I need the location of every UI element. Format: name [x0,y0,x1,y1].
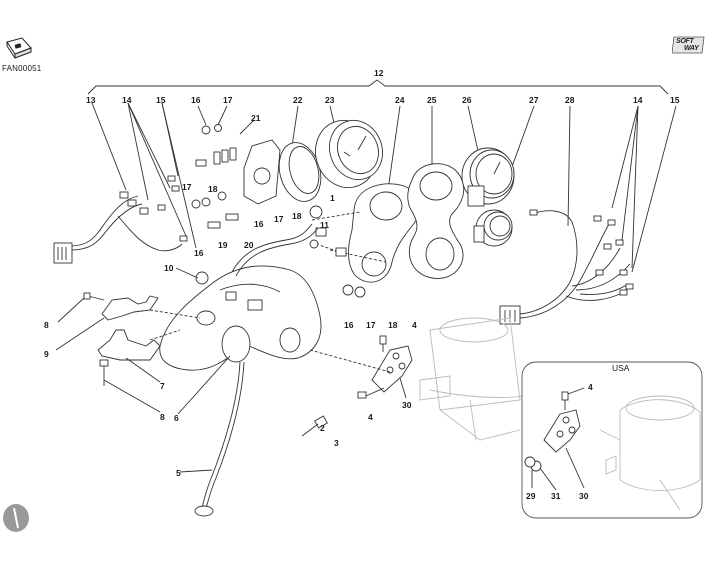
callout-17: 17 [366,320,376,330]
callout-11: 11 [320,220,329,230]
callout-2: 2 [320,423,325,433]
usa-mounting-plate [543,409,581,453]
callout-30: 30 [579,491,589,501]
callout-25: 25 [427,95,437,105]
callout-5: 5 [176,468,181,478]
callout-4: 4 [588,382,593,392]
callout-15: 15 [670,95,680,105]
callout-10: 10 [164,263,174,273]
group-bracket-line [87,79,669,95]
callout-14: 14 [122,95,132,105]
mounting-bracket-upper [101,295,159,321]
usa-label: USA [612,363,630,373]
callout-23: 23 [325,95,335,105]
callout-13: 13 [86,95,96,105]
callout-15: 15 [156,95,166,105]
callout-17: 17 [223,95,233,105]
callout-1: 1 [330,193,335,203]
callout-18: 18 [208,184,218,194]
brand-logo-icon [672,36,705,54]
callout-16: 16 [344,320,354,330]
mounting-bracket-lower [97,329,161,361]
callout-4: 4 [412,320,417,330]
callout-9: 9 [44,349,49,359]
callout-24: 24 [395,95,405,105]
callout-20: 20 [244,240,254,250]
brand-logo-bottom: WAY [684,45,699,52]
callout-30: 30 [402,400,412,410]
bulb-socket [309,205,323,219]
callout-29: 29 [526,491,536,501]
callout-12: 12 [374,68,384,78]
callout-22: 22 [293,95,303,105]
callout-16: 16 [254,219,264,229]
callout-17: 17 [182,182,192,192]
left-harness-wire [69,195,139,247]
diagram-code: FAN00051 [2,64,42,73]
callout-16: 16 [191,95,201,105]
callout-21: 21 [251,113,261,123]
callout-8: 8 [44,320,49,330]
callout-14: 14 [633,95,643,105]
callout-27: 27 [529,95,539,105]
callout-6: 6 [174,413,179,423]
callout-3: 3 [334,438,339,448]
callout-28: 28 [565,95,575,105]
callout-26: 26 [462,95,472,105]
right-harness-wire [519,210,578,315]
callout-4: 4 [368,412,373,422]
callout-31: 31 [551,491,561,501]
callout-19: 19 [218,240,228,250]
reference-book-icon [6,37,32,59]
callout-18: 18 [388,320,398,330]
callout-18: 18 [292,211,302,221]
mounting-plate [371,345,413,393]
speedometer-cable [201,361,241,509]
callout-17: 17 [274,214,284,224]
left-harness-connector [53,242,73,264]
brand-logo-top: SOFT [676,38,694,45]
callout-16: 16 [194,248,204,258]
usa-inset-box [521,361,703,519]
callout-7: 7 [160,381,165,391]
callout-8: 8 [160,412,165,422]
